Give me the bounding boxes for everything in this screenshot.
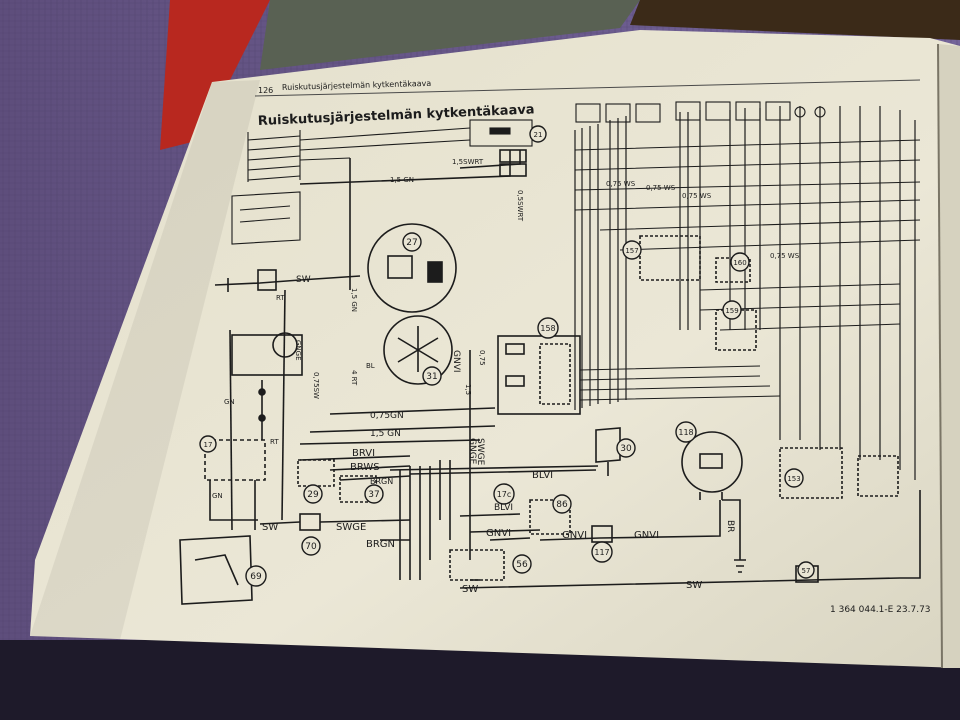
label-153: 153 xyxy=(787,475,800,483)
label-27: 27 xyxy=(406,238,417,248)
header-rule xyxy=(254,79,921,97)
marker-57 xyxy=(797,561,815,579)
wire-label-gnvi-b: GNVI xyxy=(562,530,587,541)
wire-label-15gn: 1,5 GN xyxy=(390,176,414,184)
wire-075gn xyxy=(329,407,496,415)
wire-gnvi xyxy=(539,500,721,541)
label-157: 157 xyxy=(625,247,638,255)
wire-label-brvi: BRVI xyxy=(352,448,375,459)
wire-label-brgn-a: BRGN xyxy=(370,477,393,486)
label-17: 17 xyxy=(204,441,213,449)
marker-21 xyxy=(529,125,547,143)
marker-159 xyxy=(722,300,742,320)
wire-label-075ws-c: 0,75 WS xyxy=(682,192,712,200)
wire-label-15swrt: 1,5SWRT xyxy=(452,158,484,166)
marker-157 xyxy=(622,240,642,260)
wire-label-sw-top: SW xyxy=(296,275,311,285)
marker-160 xyxy=(730,252,750,272)
wire-label-15v: 1,5 xyxy=(464,384,472,395)
wire-label-gn-v: 1,5 GN xyxy=(350,288,358,312)
marker-29 xyxy=(303,484,323,504)
marker-153 xyxy=(784,468,804,488)
wire-label-swge-v: SWGE xyxy=(475,438,485,466)
label-17c: 17c xyxy=(497,490,512,499)
label-118: 118 xyxy=(678,428,693,437)
book-page xyxy=(30,30,960,668)
label-159: 159 xyxy=(725,307,738,315)
wire-label-075v: 0,75 xyxy=(478,350,486,366)
label-70: 70 xyxy=(305,542,317,552)
wire-label-gn-a: GN xyxy=(224,398,235,406)
label-29: 29 xyxy=(307,490,319,500)
wire-label-gnvi-a: GNVI xyxy=(486,528,511,539)
wire-label-sw-bottom: SW xyxy=(686,580,702,591)
page-shade xyxy=(30,80,260,640)
label-37: 37 xyxy=(368,490,379,500)
page-number: 126 xyxy=(258,86,273,95)
wire-label-075ws-a: 0,75 WS xyxy=(606,180,636,188)
label-30: 30 xyxy=(620,444,632,454)
marker-17 xyxy=(199,435,217,453)
component-markers xyxy=(199,125,815,587)
dark-wood xyxy=(630,0,960,40)
label-86: 86 xyxy=(556,500,568,510)
wire-label-gnge-left: GNGE xyxy=(294,340,302,361)
marker-30 xyxy=(616,438,636,458)
marker-117 xyxy=(591,541,613,563)
wire-label-swrt-v: 0,5SWRT xyxy=(516,190,524,222)
running-header: Ruiskutusjärjestelmän kytkentäkaava xyxy=(282,79,432,92)
wire-label-075ws-b: 0,75 WS xyxy=(646,184,676,192)
wire-label-blvi-b: BLVI xyxy=(494,503,513,513)
wire-label-4rt: 4 RT xyxy=(350,370,358,386)
wire-label-gnvi-c: GNVI xyxy=(634,530,659,541)
wire-label-rt-b: RT xyxy=(276,294,285,302)
wire-label-gnge-v: GNGE xyxy=(467,438,477,465)
wire-label-blvi: BLVI xyxy=(532,470,553,481)
wire-label-brws: BRWS xyxy=(350,462,380,473)
wire-label-15gn-lower: 1,5 GN xyxy=(370,429,401,439)
wire-label-gn-b: GN xyxy=(212,492,223,500)
label-21: 21 xyxy=(534,131,543,139)
marker-158 xyxy=(537,317,559,339)
wire-label-sw-lower: SW xyxy=(462,584,478,595)
wire-label-sw-left: SW xyxy=(262,522,278,533)
wire-blvi xyxy=(409,469,597,475)
label-69: 69 xyxy=(250,572,262,582)
label-56: 56 xyxy=(516,560,528,570)
marker-118 xyxy=(675,421,697,443)
gray-cloth xyxy=(260,0,640,70)
marker-17c xyxy=(493,483,515,505)
wire-label-rt-a: RT xyxy=(270,438,279,446)
marker-31 xyxy=(422,366,442,386)
marker-69 xyxy=(245,565,267,587)
red-book-spine xyxy=(160,0,270,150)
wiring-diagram xyxy=(179,101,921,605)
wire-label-gnvi-v: GNVI xyxy=(451,350,461,373)
wire-label-brgn-b: BRGN xyxy=(366,539,395,550)
page-gutter xyxy=(937,43,943,669)
wire-label-swge: SWGE xyxy=(336,522,366,533)
label-31: 31 xyxy=(426,372,437,382)
wire-sw-bottom xyxy=(459,490,921,589)
wire-label-075sw: 0,75SW xyxy=(312,372,320,399)
marker-37 xyxy=(364,484,384,504)
catalog-number: 1 364 044.1-E 23.7.73 xyxy=(830,605,931,615)
marker-27 xyxy=(402,232,422,252)
wire-label-075gn: 0,75GN xyxy=(370,411,404,421)
wire-label-br-v: BR xyxy=(725,520,735,532)
label-160: 160 xyxy=(733,259,746,267)
marker-86 xyxy=(552,494,572,514)
label-57: 57 xyxy=(802,567,811,575)
marker-70 xyxy=(301,536,321,556)
wire-label-bl: BL xyxy=(366,362,375,370)
label-158: 158 xyxy=(540,324,555,333)
wire-label-075ws-d: 0,75 WS xyxy=(770,252,800,260)
right-page xyxy=(938,44,960,668)
label-117: 117 xyxy=(594,548,609,557)
marker-56 xyxy=(512,554,532,574)
